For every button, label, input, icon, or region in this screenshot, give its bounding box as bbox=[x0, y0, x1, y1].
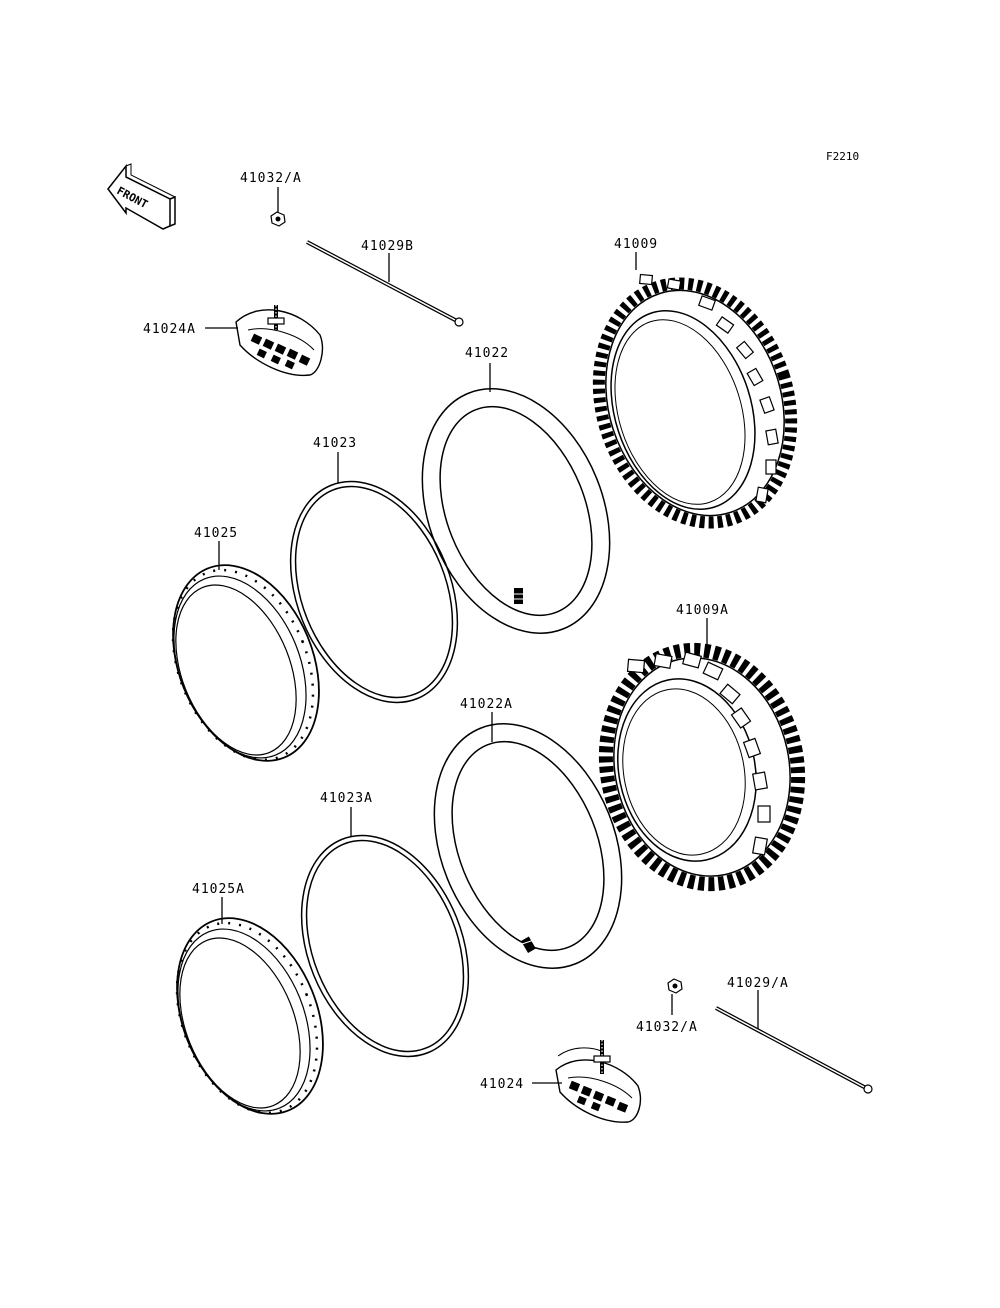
part-41009-front-tire: 41009 bbox=[592, 237, 798, 529]
label-41025a: 41025A bbox=[192, 882, 245, 897]
part-41023a-rear-rim-band: 41023A bbox=[300, 791, 470, 1058]
part-41022-front-tube: 41022 bbox=[421, 346, 611, 634]
figure-code: F2210 bbox=[826, 150, 859, 163]
valve-icon bbox=[521, 936, 536, 954]
part-41025a-rear-rim: 41025A bbox=[175, 882, 324, 1115]
label-41022a: 41022A bbox=[460, 697, 513, 712]
label-41009a: 41009A bbox=[676, 603, 729, 618]
label-41009: 41009 bbox=[614, 237, 658, 252]
part-41022a-rear-tube: 41022A bbox=[433, 697, 623, 969]
label-41022: 41022 bbox=[465, 346, 509, 361]
part-41024a-rim-lock: 41024A bbox=[143, 305, 324, 377]
label-41032-a-bottom: 41032/A bbox=[636, 1020, 698, 1035]
label-41023a: 41023A bbox=[320, 791, 373, 806]
part-41029b-spoke: 41029B bbox=[306, 239, 464, 327]
part-41025-front-rim: 41025 bbox=[171, 526, 320, 762]
label-41024a: 41024A bbox=[143, 322, 196, 337]
part-41032-a-bottom: 41032/A bbox=[636, 978, 698, 1035]
label-41023: 41023 bbox=[313, 436, 357, 451]
valve-icon bbox=[514, 588, 523, 604]
label-41032-a-top: 41032/A bbox=[240, 171, 302, 186]
label-41024: 41024 bbox=[480, 1077, 524, 1092]
label-41029b: 41029B bbox=[361, 239, 414, 254]
part-41032-a-top: 41032/A bbox=[240, 171, 302, 227]
part-41009a-rear-tire: 41009A bbox=[598, 603, 806, 892]
front-arrow-icon: FRONT bbox=[107, 163, 176, 230]
part-41029-a-spoke: 41029/A bbox=[715, 976, 873, 1094]
part-41024-rim-lock: 41024 bbox=[480, 1040, 642, 1123]
label-41025: 41025 bbox=[194, 526, 238, 541]
label-41029-a: 41029/A bbox=[727, 976, 789, 991]
part-41023-front-rim-band: 41023 bbox=[289, 436, 459, 704]
